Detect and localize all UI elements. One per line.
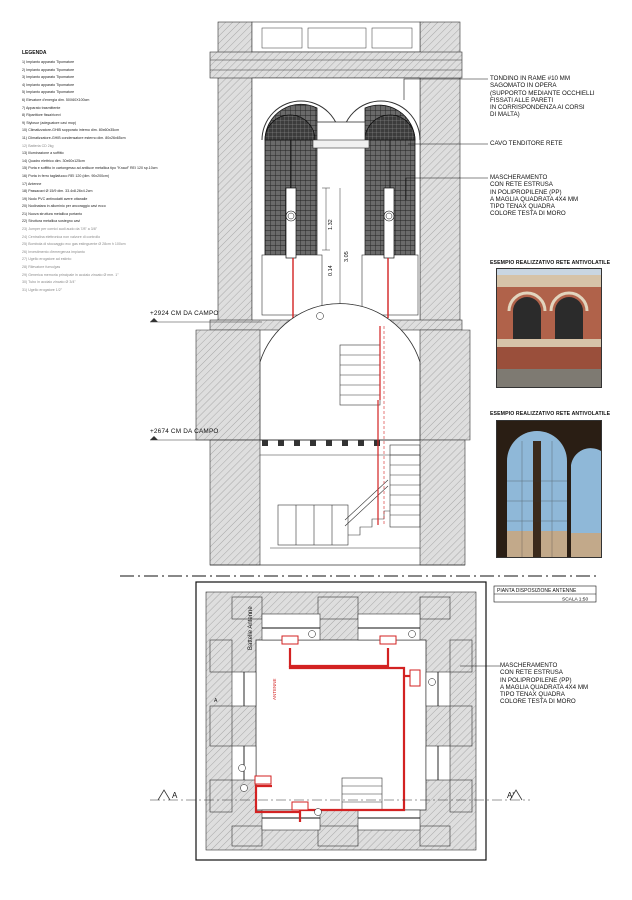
legend-item: 14) Quadro elettrico dim. 30x60x125cm [22, 158, 85, 163]
legend-item: 31) Ugello erogatore 1/2" [22, 287, 63, 292]
plan-antenna-label: ANTENNE [272, 678, 277, 700]
legend-item: 11) Climatizzatore-GHIB condensatore est… [22, 135, 126, 140]
level-lower: +2674 CM DA CAMPO [150, 428, 219, 435]
legend-item: 23) Jumper per cornici audi audo da 7/8"… [22, 227, 98, 232]
plan-title: PIANTA DISPOSIZIONE ANTENNE [497, 588, 577, 594]
legend-item: 8) Ripartitore fissa/ricevi [22, 113, 61, 118]
dim-1-32: 1.32 [328, 219, 334, 230]
legend-item: 1) Impianto apparato Tipomatore [22, 60, 75, 64]
elevation-section [150, 21, 488, 566]
legend-item: 22) Struttura metallica sostegno cavi [22, 219, 81, 224]
note-tondino: TONDINO IN RAME #10 mm SAGOMATO IN OPERA… [490, 75, 595, 119]
legend-item: 10) Climatizzatore-GHIB sopporato intern… [22, 128, 120, 133]
antenna-plan [150, 581, 597, 861]
note-mascheramento-elevation: MASCHERAMENTO CON RETE ESTRUSA IN POLIPR… [490, 174, 579, 218]
photo-belltower-interior [496, 420, 602, 558]
section-label-a: A [172, 791, 178, 800]
legend-title: LEGENDA [22, 50, 47, 56]
note-mascheramento-plan: MASCHERAMENTO CON RETE ESTRUSA IN POLIPR… [500, 662, 589, 706]
legend-item: 25) Bombola di stoccaggio ecc gas esting… [22, 242, 126, 247]
legend-item: 29) Generica memoria principale in accia… [22, 272, 119, 277]
legend: LEGENDA 1) Impianto apparato Tipomatore 2… [22, 50, 192, 294]
legend-item: 4) Impianto apparato Tipomatore [22, 82, 75, 87]
legend-item: 12) Batteria CD 2kg [22, 143, 54, 148]
legend-item: 9) Stylosur (adeguatore cavi mop) [22, 120, 77, 125]
plan-section-left: A [214, 698, 218, 704]
railing [270, 504, 420, 549]
legend-item: 28) Rilevatore fumo/gas [22, 265, 61, 270]
legend-item: 15) Porta e soffitto in cartongesso ad a… [22, 166, 158, 171]
plan-bells-label: Battelle Antenne [248, 606, 254, 650]
dim-3-05: 3.05 [344, 251, 350, 262]
legend-item: 20) Nodinatara in alluminio per ancoragg… [22, 204, 106, 209]
dim-0-14: 0.14 [328, 265, 334, 276]
photo2-title: ESEMPIO REALIZZATIVO RETE ANTIVOLATILE [490, 411, 611, 417]
legend-item: 6) Elevatore d'energia dim. 50X60X100cm [22, 97, 90, 102]
legend-item: 13) Illuminazione a soffitto [22, 151, 64, 156]
note-cavo-tenditore: CAVO TENDITORE RETE [490, 140, 563, 147]
legend-item: 26) Investimento d'emergenza impianto [22, 249, 85, 254]
legend-item: 16) Porta in ferro tagliafuoco REI 120 (… [22, 173, 110, 178]
legend-item: 17) Antenne [22, 181, 42, 186]
legend-item: 30) Tubo in acciaio zincato Ø 3/4" [22, 280, 76, 285]
lower-wall-left [209, 439, 261, 566]
legend-item: 19) Nodo PVC antinodatti avere ottanalle [22, 196, 88, 201]
section-label-a-prime: A' [507, 791, 514, 800]
legend-item: 21) Nuova struttura metallica portanto [22, 211, 83, 216]
legend-list: 1) Impianto apparato Tipomatore 2) Impian… [22, 59, 192, 294]
level-upper: +2924 CM DA CAMPO [150, 310, 219, 317]
antenna-left [285, 187, 297, 259]
legend-item: 2) Impianto apparato Tipomatore [22, 67, 75, 72]
legend-item: 3) Impianto apparato Tipomatore [22, 75, 75, 80]
legend-item: 27) Ugello erogatore ad estinto [22, 257, 72, 262]
plan-scale: SCALA 1:50 [562, 597, 588, 603]
legend-item: 5) Impianto apparato Tipomatore [22, 90, 75, 95]
legend-item: 18) Passacavi Ø 15/9 dim. 33.4x8.26x4.2c… [22, 189, 93, 194]
photo1-title: ESEMPIO REALIZZATIVO RETE ANTIVOLATILE [490, 260, 611, 266]
antenna-right [383, 187, 395, 259]
cable-red-vertical [377, 326, 381, 525]
photo-belltower-exterior [496, 268, 602, 388]
central-pillar [316, 121, 366, 323]
legend-item: 24) Centralina elettronica non valvore d… [22, 234, 101, 239]
cornice [209, 51, 463, 79]
lower-wall-right [419, 439, 466, 566]
legend-item: 7) Apparato trasmittente [22, 105, 61, 110]
